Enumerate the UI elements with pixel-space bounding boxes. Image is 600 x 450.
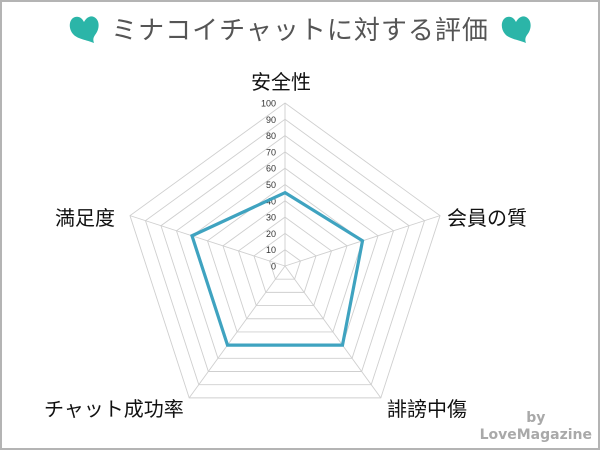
grid-spoke (188, 265, 286, 399)
heart-icon (501, 16, 531, 43)
axis-label-satisfaction: 満足度 (55, 206, 115, 230)
tick-label: 40 (266, 196, 276, 206)
grid-ring (268, 249, 302, 280)
axis-label-slander: 誹謗中傷 (387, 397, 467, 421)
credit-by: by (526, 410, 546, 426)
axis-label-chat-success-rate: チャット成功率 (44, 397, 184, 421)
heart-icon (69, 16, 99, 43)
axis-label-safety: 安全性 (251, 70, 311, 94)
tick-label: 70 (266, 147, 276, 157)
grid-ring (237, 216, 333, 307)
grid-spoke (129, 215, 286, 267)
radial-tick-labels: 0 10 20 30 40 50 60 70 80 90 100 (261, 99, 276, 272)
radar-spokes (129, 103, 441, 399)
grid-ring (222, 200, 348, 320)
tick-label: 100 (261, 99, 276, 109)
data-series-polygon (190, 190, 365, 347)
grid-ring (144, 118, 426, 386)
credit-name: LoveMagazine (479, 427, 592, 443)
grid-ring (160, 135, 410, 372)
grid-spoke (284, 265, 382, 399)
axis-label-member-quality: 会員の質 (447, 206, 527, 230)
tick-label: 60 (266, 164, 276, 174)
tick-label: 90 (266, 115, 276, 125)
tick-label: 10 (266, 245, 276, 255)
radar-grid (129, 102, 441, 399)
page-title: ミナコイチャットに対する評価 (111, 15, 489, 46)
grid-ring (175, 151, 395, 359)
credit: by LoveMagazine (480, 410, 592, 444)
tick-label: 0 (271, 262, 276, 272)
grid-ring (253, 232, 317, 293)
tick-label: 80 (266, 131, 276, 141)
grid-ring (129, 102, 441, 399)
tick-label: 20 (266, 229, 276, 239)
tick-label: 50 (266, 180, 276, 190)
tick-label: 30 (266, 213, 276, 223)
header: ミナコイチャットに対する評価 (0, 8, 600, 48)
